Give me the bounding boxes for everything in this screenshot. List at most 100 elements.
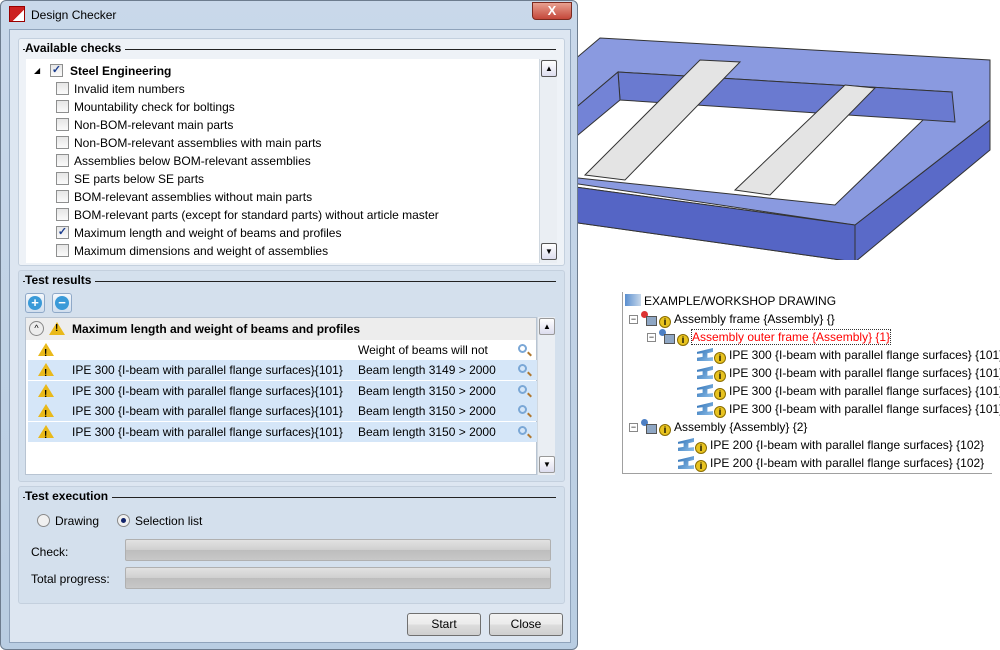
check-item-checkbox[interactable] — [56, 208, 69, 221]
assembly-icon — [659, 329, 675, 344]
tree-node-label: IPE 200 {I-beam with parallel flange sur… — [710, 438, 985, 452]
check-item-checkbox[interactable] — [56, 82, 69, 95]
collapse-triangle-icon[interactable]: ◢ — [34, 66, 41, 75]
info-icon: i — [714, 406, 726, 418]
warning-icon — [38, 424, 54, 446]
tree-node-label: IPE 300 {I-beam with parallel flange sur… — [729, 348, 1000, 362]
beam-icon — [697, 384, 713, 397]
info-icon: i — [695, 442, 707, 454]
result-row[interactable]: IPE 300 {I-beam with parallel flange sur… — [28, 380, 538, 405]
result-summary-row[interactable]: Weight of beams will not — [28, 340, 538, 364]
warning-icon — [38, 404, 54, 425]
result-group-header[interactable]: ^ Maximum length and weight of beams and… — [26, 318, 536, 340]
info-icon: i — [677, 334, 689, 346]
check-item-label: SE parts below SE parts — [74, 172, 205, 186]
check-item-checkbox[interactable] — [56, 136, 69, 149]
beam-icon — [697, 366, 713, 379]
check-item-checkbox[interactable] — [56, 190, 69, 203]
result-object: IPE 300 {I-beam with parallel flange sur… — [72, 404, 343, 418]
radio-drawing-label[interactable]: Drawing — [55, 514, 100, 528]
expand-all-button[interactable]: + — [25, 293, 45, 313]
check-item-label: BOM-relevant parts (except for standard … — [74, 208, 439, 222]
assembly-icon — [641, 311, 657, 326]
tree-collapse-toggle[interactable]: − — [629, 314, 638, 324]
start-button[interactable]: Start — [407, 613, 481, 636]
check-item-checkbox[interactable]: ✓ — [56, 226, 69, 239]
tree-root-label: EXAMPLE/WORKSHOP DRAWING — [644, 294, 837, 308]
result-row[interactable]: IPE 300 {I-beam with parallel flange sur… — [28, 401, 538, 425]
scroll-down-button[interactable]: ▼ — [541, 243, 557, 260]
scroll-down-button[interactable]: ▼ — [539, 456, 555, 473]
check-item-checkbox[interactable] — [56, 172, 69, 185]
info-icon: i — [714, 370, 726, 382]
beam-icon — [678, 456, 694, 469]
zoom-to-icon[interactable] — [518, 425, 527, 435]
zoom-to-icon[interactable] — [518, 405, 527, 414]
drawing-icon — [625, 294, 641, 306]
collapse-circle-icon[interactable]: ^ — [29, 321, 44, 336]
scroll-up-button[interactable]: ▲ — [539, 318, 555, 335]
collapse-all-button[interactable]: − — [52, 293, 72, 313]
result-message: Beam length 3150 > 2000 — [358, 424, 496, 439]
info-icon: i — [714, 352, 726, 364]
zoom-to-icon[interactable] — [518, 364, 527, 373]
close-button[interactable]: Close — [489, 613, 563, 636]
scroll-up-button[interactable]: ▲ — [541, 60, 557, 77]
title-bar: Design Checker X — [1, 1, 577, 29]
tree-collapse-toggle[interactable]: − — [647, 332, 656, 342]
check-item-label: Maximum dimensions and weight of assembl… — [74, 244, 329, 258]
check-item-label: BOM-relevant assemblies without main par… — [74, 190, 313, 204]
check-item-checkbox[interactable] — [56, 154, 69, 167]
results-scrollbar[interactable]: ▲ ▼ — [537, 317, 555, 475]
result-message: Beam length 3150 > 2000 — [358, 404, 496, 418]
zoom-to-icon[interactable] — [518, 344, 527, 353]
result-group-title: Maximum length and weight of beams and p… — [72, 322, 361, 336]
plus-icon: + — [28, 296, 42, 310]
available-checks-panel: Available checks ◢ ✓ Steel Engineering I… — [18, 38, 565, 266]
zoom-to-icon[interactable] — [518, 384, 527, 394]
radio-selection-list[interactable] — [117, 514, 130, 527]
window-title: Design Checker — [31, 8, 117, 22]
checkbox-steel-engineering[interactable]: ✓ — [50, 64, 63, 77]
result-row[interactable]: IPE 300 {I-beam with parallel flange sur… — [28, 421, 538, 446]
beam-icon — [678, 438, 694, 451]
test-results-panel: Test results + − ^ Maximum length and we… — [18, 270, 565, 482]
test-execution-panel: Test execution Drawing Selection list Ch… — [18, 486, 565, 604]
checks-list: ◢ ✓ Steel Engineering Invalid item numbe… — [26, 59, 539, 263]
radio-selection-label[interactable]: Selection list — [135, 514, 203, 528]
radio-drawing[interactable] — [37, 514, 50, 527]
check-item-checkbox[interactable] — [56, 100, 69, 113]
result-row[interactable]: IPE 300 {I-beam with parallel flange sur… — [28, 360, 538, 384]
app-icon — [9, 6, 25, 22]
design-checker-dialog: Design Checker X Available checks ◢ ✓ St… — [0, 0, 578, 650]
warning-icon — [49, 322, 65, 335]
close-window-button[interactable]: X — [532, 2, 572, 20]
total-progress-bar — [125, 567, 551, 589]
info-icon: i — [659, 316, 671, 328]
tree-collapse-toggle[interactable]: − — [629, 422, 638, 432]
tree-node-label: Assembly frame {Assembly} {} — [674, 312, 835, 326]
check-item-checkbox[interactable] — [56, 118, 69, 131]
info-icon: i — [714, 388, 726, 400]
beam-icon — [697, 348, 713, 361]
check-progress-bar — [125, 539, 551, 561]
checks-scrollbar[interactable]: ▲ ▼ — [539, 59, 557, 263]
test-execution-legend: Test execution — [25, 489, 113, 503]
check-item-label: Maximum length and weight of beams and p… — [74, 226, 342, 240]
check-item-label: Invalid item numbers — [74, 82, 185, 96]
available-checks-legend: Available checks — [25, 41, 126, 55]
tree-node-label: Assembly outer frame {Assembly} {1} — [690, 329, 892, 345]
result-object: IPE 300 {I-beam with parallel flange sur… — [72, 383, 343, 398]
check-item-checkbox[interactable] — [56, 244, 69, 257]
tree-root[interactable]: EXAMPLE/WORKSHOP DRAWING — [625, 292, 836, 310]
check-item-label: Non-BOM-relevant assemblies with main pa… — [74, 136, 322, 150]
